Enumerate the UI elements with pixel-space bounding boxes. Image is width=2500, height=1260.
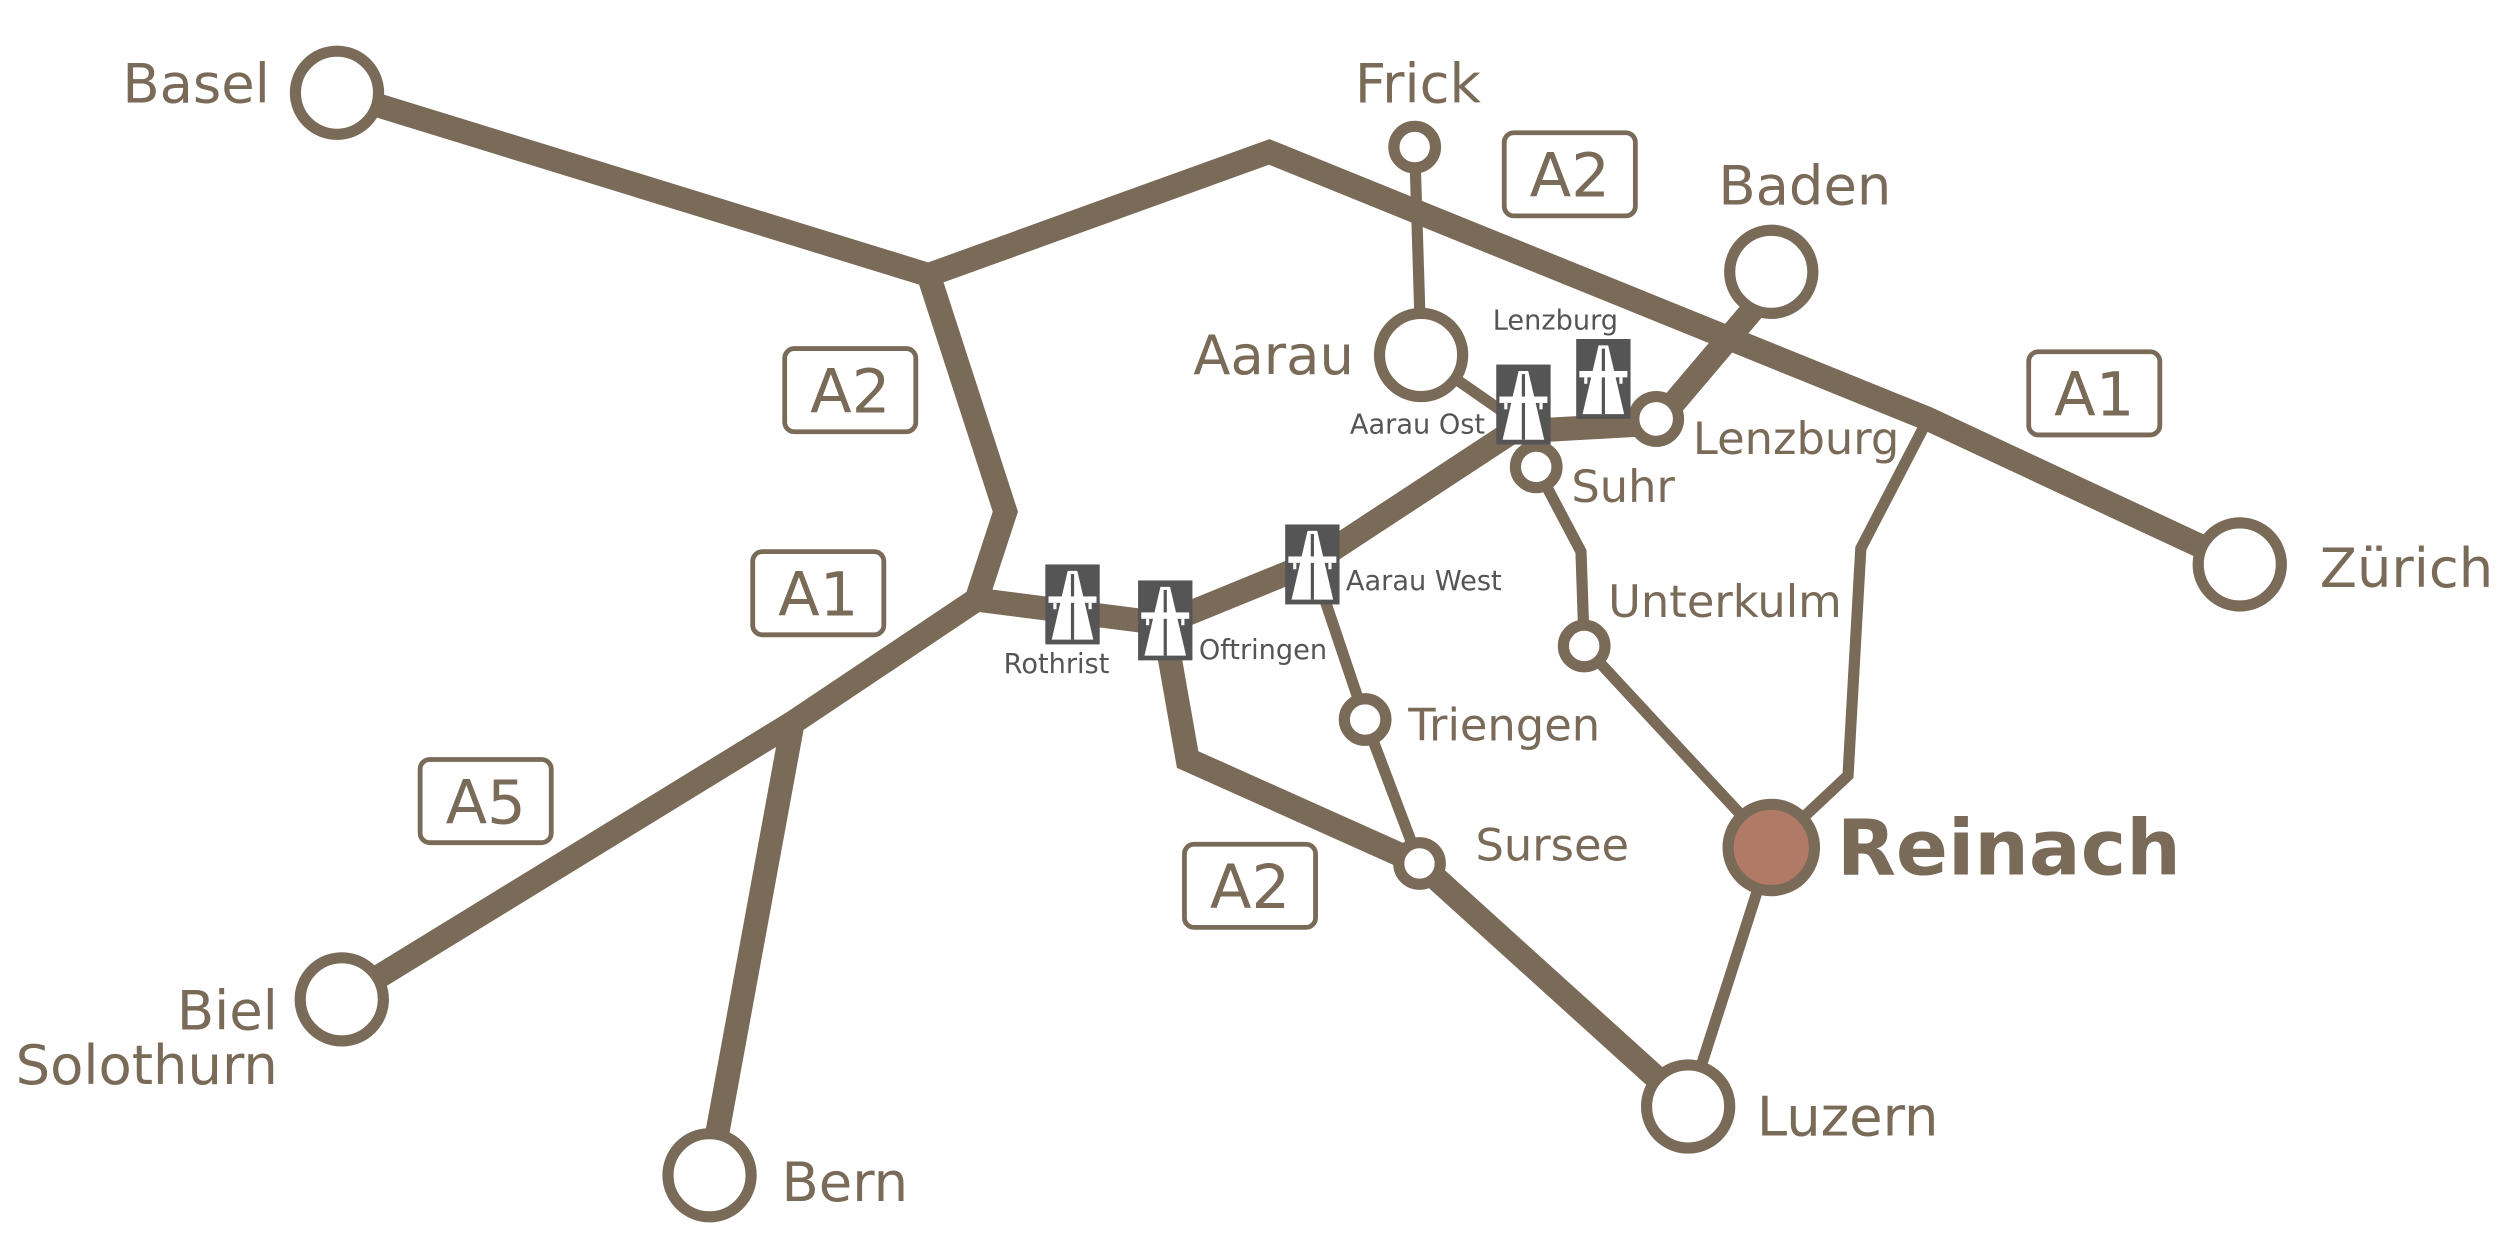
city-zurich [2192, 517, 2287, 612]
label-reinach: Reinach [1837, 805, 2181, 894]
shield-a1: A1 [778, 561, 858, 631]
shield-a2: A2 [1210, 853, 1290, 923]
city-labels: Basel Frick Baden Aarau Lenzburg Suhr Zü… [16, 52, 2494, 1214]
label-sursee: Sursee [1475, 818, 1629, 871]
road-suhr-reinach [1531, 464, 1776, 852]
road-a1-reinach [1767, 416, 1933, 852]
road-basel-a1 [333, 81, 2245, 576]
town-sursee [1393, 837, 1446, 890]
city-aarau [1373, 307, 1469, 403]
shield-a2: A2 [810, 358, 890, 428]
motorway-icon [1496, 364, 1551, 445]
label-triengen: Triengen [1407, 698, 1600, 751]
label-aarau: Aarau [1193, 324, 1354, 387]
city-reinach [1722, 798, 1821, 897]
label-lenzburg: Lenzburg [1693, 412, 1899, 465]
town-unterkulm [1557, 619, 1611, 673]
city-markers [289, 45, 2287, 1223]
label-solothurn: Solothurn [16, 1034, 278, 1097]
town-frick [1388, 120, 1442, 174]
city-luzern [1640, 1059, 1736, 1154]
motorway-icon [1576, 338, 1631, 419]
exit-label-oftringen: Oftringen [1199, 635, 1327, 666]
exit-label-aarau-ost: Aarau Ost [1350, 409, 1485, 440]
city-basel [289, 45, 385, 140]
city-bern [662, 1128, 757, 1223]
exit-label-lenzburg: Lenzburg [1493, 305, 1618, 336]
label-bern: Bern [781, 1151, 908, 1214]
label-zurich: Zürich [2320, 537, 2493, 600]
shield-a5: A5 [446, 768, 526, 838]
road-a2-north [917, 271, 1018, 604]
motorway-icon [1285, 524, 1340, 605]
exit-label-aarau-west: Aarau West [1346, 566, 1502, 597]
label-basel: Basel [122, 52, 269, 115]
town-lenzburg [1628, 390, 1685, 447]
city-biel [294, 952, 389, 1047]
motorway-shields: A2 A2 A1 A1 A5 A2 [417, 130, 2163, 930]
label-baden: Baden [1718, 155, 1891, 218]
town-triengen [1338, 693, 1392, 746]
motorway-icon [1138, 580, 1193, 661]
label-suhr: Suhr [1571, 460, 1675, 513]
label-unterkulm: Unterkulm [1608, 575, 1842, 628]
road-bern [697, 720, 805, 1178]
road-a2-south [1151, 621, 1697, 1116]
exit-labels: Rothrist Oftringen Aarau West Aarau Ost … [1004, 305, 1618, 680]
town-suhr [1509, 440, 1563, 494]
exit-label-rothrist: Rothrist [1004, 649, 1110, 680]
shield-a2: A2 [1530, 142, 1610, 212]
motorway-exit-icons [1045, 338, 1631, 661]
road-a1-west [335, 589, 984, 1010]
motorway-icon [1045, 564, 1100, 645]
shield-a1: A1 [2054, 361, 2134, 431]
label-luzern: Luzern [1757, 1085, 1939, 1148]
label-biel: Biel [177, 980, 278, 1043]
motorways [333, 81, 2245, 1178]
city-baden [1724, 224, 1819, 319]
label-frick: Frick [1355, 52, 1482, 115]
